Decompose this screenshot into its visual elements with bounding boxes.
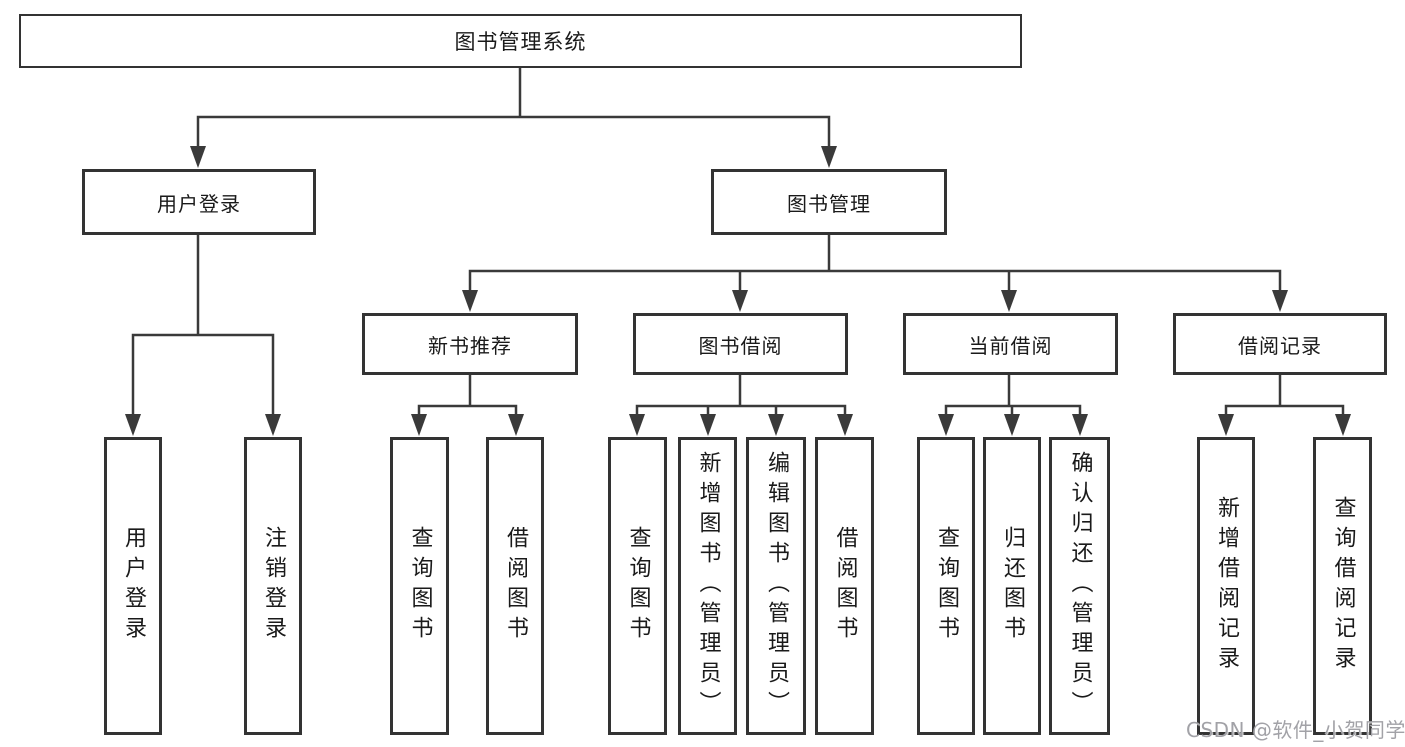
leaf-newbook-borrow-books: 借阅图书 xyxy=(486,437,544,735)
leaf-newbook-query-books: 查询图书 xyxy=(390,437,449,735)
leaf-label: 查询图书 xyxy=(407,526,433,646)
leaf-borrowing-edit-books-admin: 编辑图书（管理员） xyxy=(746,437,806,735)
leaf-label: 查询图书 xyxy=(934,526,959,646)
leaf-records-query-record: 查询借阅记录 xyxy=(1313,437,1372,735)
node-new-book-recommendation: 新书推荐 xyxy=(362,313,578,375)
leaf-borrowing-query-books: 查询图书 xyxy=(608,437,667,735)
leaf-current-query-books: 查询图书 xyxy=(917,437,975,735)
node-current-borrowing: 当前借阅 xyxy=(903,313,1118,375)
leaf-user-login: 用户登录 xyxy=(104,437,162,735)
leaf-current-confirm-return-admin: 确认归还（管理员） xyxy=(1049,437,1110,735)
leaf-logout: 注销登录 xyxy=(244,437,302,735)
watermark: CSDN @软件_小贺同学 xyxy=(1186,718,1405,742)
node-user-login: 用户登录 xyxy=(82,169,316,235)
leaf-label: 确认归还（管理员） xyxy=(1067,451,1093,721)
leaf-label: 归还图书 xyxy=(1000,526,1025,646)
connector-paths xyxy=(131,65,1345,419)
leaf-label: 新增图书（管理员） xyxy=(695,451,721,721)
leaf-label: 用户登录 xyxy=(121,526,146,646)
leaf-label: 借阅图书 xyxy=(832,526,858,646)
leaf-label: 新增借阅记录 xyxy=(1214,496,1239,676)
leaf-current-return-books: 归还图书 xyxy=(983,437,1041,735)
node-book-borrowing: 图书借阅 xyxy=(633,313,848,375)
arrowheads xyxy=(125,146,1351,436)
leaf-borrowing-add-books-admin: 新增图书（管理员） xyxy=(678,437,737,735)
leaf-label: 编辑图书（管理员） xyxy=(764,451,789,721)
leaf-records-add-record: 新增借阅记录 xyxy=(1197,437,1255,735)
leaf-label: 查询借阅记录 xyxy=(1330,496,1356,676)
node-library-management-system: 图书管理系统 xyxy=(19,14,1022,68)
leaf-label: 注销登录 xyxy=(261,526,286,646)
leaf-borrowing-borrow-books: 借阅图书 xyxy=(815,437,874,735)
node-book-management: 图书管理 xyxy=(711,169,947,235)
node-borrowing-records: 借阅记录 xyxy=(1173,313,1387,375)
leaf-label: 查询图书 xyxy=(625,526,651,646)
leaf-label: 借阅图书 xyxy=(503,526,528,646)
